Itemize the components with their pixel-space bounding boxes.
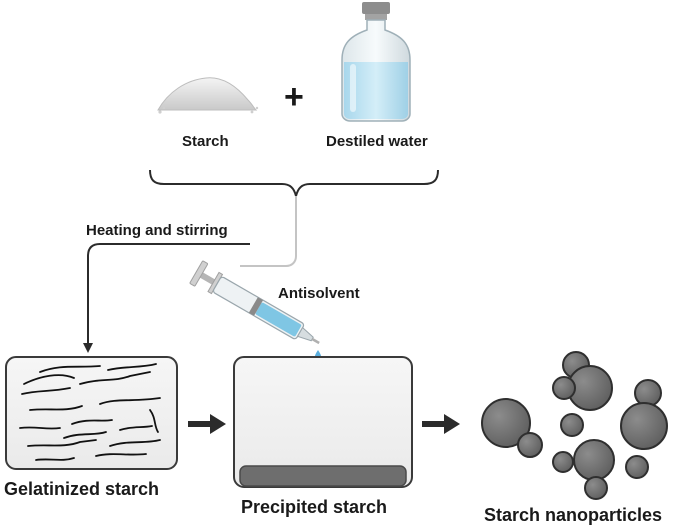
nanoparticle (573, 439, 615, 481)
nanoparticles-label: Starch nanoparticles (484, 505, 663, 525)
precipitated-box (233, 356, 413, 488)
syringe-icon (189, 260, 320, 345)
nanoparticle (625, 455, 649, 479)
heating-label: Heating and stirring (86, 222, 228, 239)
grouping-bracket (149, 169, 439, 197)
heating-arrow (83, 243, 250, 353)
antisolvent-label: Antisolvent (278, 285, 360, 302)
water-label: Destiled water (326, 133, 428, 150)
starch-powder-icon (157, 77, 259, 114)
precipitated-label: Precipited starch (241, 497, 388, 517)
water-bottle-icon (341, 2, 411, 122)
gelatinized-box (5, 356, 178, 470)
arrow-right-icon (422, 414, 460, 434)
nanoparticle (552, 451, 574, 473)
plus-sign: + (284, 78, 304, 116)
nanoparticle (517, 432, 543, 458)
nanoparticle (620, 402, 668, 450)
nanoparticle (634, 379, 662, 407)
nanoparticle (560, 413, 584, 437)
bracket-stem-line (240, 196, 297, 267)
nanoparticles-cluster (481, 351, 668, 500)
arrow-right-icon (188, 414, 226, 434)
nanoparticle (584, 476, 608, 500)
nanoparticle (552, 376, 576, 400)
starch-label: Starch (182, 133, 229, 150)
gelatinized-label: Gelatinized starch (4, 479, 160, 499)
nanoparticle (481, 398, 531, 448)
